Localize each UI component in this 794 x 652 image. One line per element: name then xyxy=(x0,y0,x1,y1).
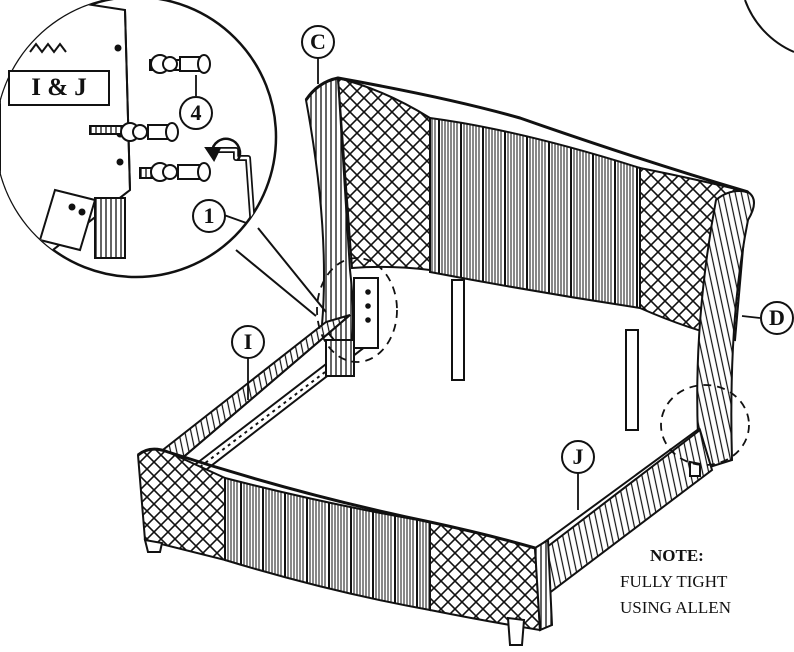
side-rail-i xyxy=(147,277,379,478)
detail-dashed-circle-left xyxy=(316,257,398,363)
part-tag-i-and-j: I & J xyxy=(8,70,110,106)
zoom-circle-partial xyxy=(744,0,794,53)
note-title: NOTE: xyxy=(650,546,704,565)
headboard xyxy=(304,76,755,472)
bolt-top xyxy=(149,54,211,74)
zoom-detail xyxy=(0,0,278,279)
callout-i: I xyxy=(231,325,265,359)
callout-1: 1 xyxy=(192,199,226,233)
callout-d: D xyxy=(760,301,794,335)
note-line-1: FULLY TIGHT xyxy=(620,572,728,591)
bolt-middle xyxy=(89,122,179,142)
callout-j: J xyxy=(561,440,595,474)
footboard xyxy=(136,447,701,646)
bolt-bottom xyxy=(139,162,211,182)
callout-c: C xyxy=(301,25,335,59)
detail-dashed-circle-right xyxy=(660,384,750,466)
note-line-2: USING ALLEN xyxy=(620,598,731,617)
rotation-arrow-icon xyxy=(210,137,242,161)
callout-4: 4 xyxy=(179,96,213,130)
